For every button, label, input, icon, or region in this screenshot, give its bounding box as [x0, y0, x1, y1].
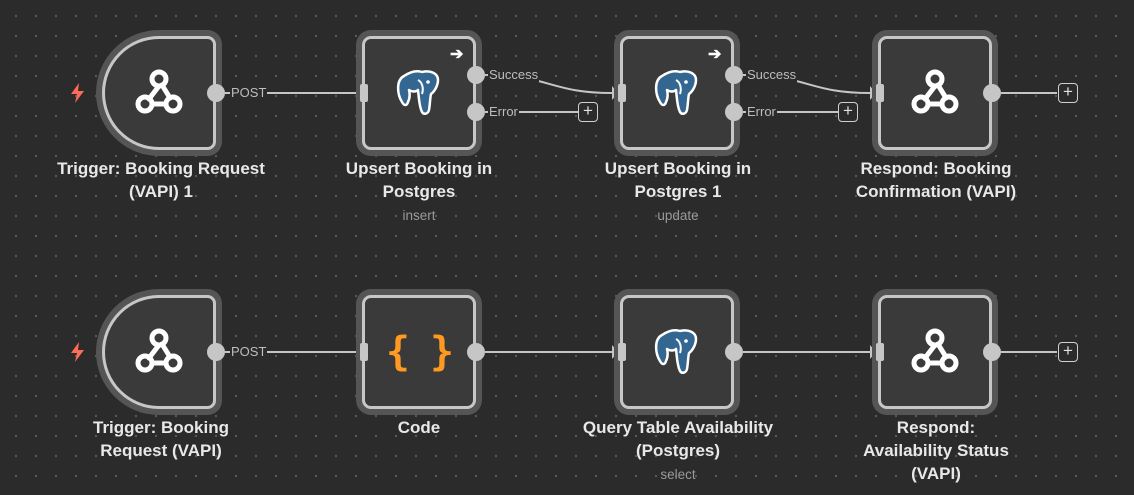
webhook-icon — [135, 328, 183, 373]
webhook-icon — [911, 69, 959, 114]
code-node[interactable]: { } — [362, 295, 476, 409]
respond-availability-status-node[interactable] — [878, 295, 992, 409]
arrowhead — [870, 86, 876, 100]
node-title: Respond: Booking Confirmation (VAPI) — [855, 159, 1017, 201]
node-title: Trigger: Booking Request (VAPI) — [93, 418, 229, 460]
add-node-button[interactable]: + — [838, 102, 858, 122]
arrow-right-icon: ➔ — [708, 46, 722, 63]
node-title: Query Table Availability (Postgres) — [582, 418, 774, 460]
node-subtitle: update — [657, 208, 699, 223]
code-output-port[interactable] — [467, 343, 485, 361]
trigger-booking-request-1-node[interactable] — [102, 36, 216, 150]
error-port-label: Error — [488, 104, 519, 119]
respond2-input-port[interactable] — [876, 343, 884, 361]
node-title: Trigger: Booking Request (VAPI) 1 — [57, 159, 265, 201]
query-input-port[interactable] — [618, 343, 626, 361]
node-title: Upsert Booking in Postgres 1 — [604, 159, 752, 201]
postgres-elephant-icon — [396, 69, 440, 115]
code-input-port[interactable] — [360, 343, 368, 361]
add-node-button[interactable]: + — [1058, 342, 1078, 362]
arrowhead — [612, 345, 618, 359]
arrowhead — [870, 345, 876, 359]
upsert-booking-node[interactable] — [362, 36, 476, 150]
node-title: Upsert Booking in Postgres — [345, 159, 493, 201]
add-node-button[interactable]: + — [1058, 83, 1078, 103]
error-port-label: Error — [746, 104, 777, 119]
code-braces-icon: { } — [385, 329, 454, 375]
query-output-port[interactable] — [725, 343, 743, 361]
arrow-right-icon: ➔ — [450, 46, 464, 63]
arrowhead — [612, 86, 618, 100]
webhook-icon — [911, 328, 959, 373]
node-subtitle: select — [660, 467, 696, 482]
post-port-label: POST — [230, 85, 268, 100]
upsert1-error-port[interactable] — [725, 103, 743, 121]
trigger-booking-request-node[interactable] — [102, 295, 216, 409]
postgres-elephant-icon — [654, 69, 698, 115]
upsert1-input-port[interactable] — [618, 84, 626, 102]
upsert-success-port[interactable] — [467, 66, 485, 84]
query-table-availability-node[interactable] — [620, 295, 734, 409]
postgres-elephant-icon — [654, 328, 698, 374]
respond-booking-confirmation-node[interactable] — [878, 36, 992, 150]
respond2-output-port[interactable] — [983, 343, 1001, 361]
post-port-label: POST — [230, 344, 268, 359]
upsert1-success-port[interactable] — [725, 66, 743, 84]
success-port-label: Success — [746, 67, 798, 82]
success-port-label: Success — [488, 67, 540, 82]
upsert-booking-1-node[interactable] — [620, 36, 734, 150]
lightning-bolt-icon — [71, 342, 84, 362]
respond1-input-port[interactable] — [876, 84, 884, 102]
webhook-icon — [135, 69, 183, 114]
arrowhead — [356, 345, 362, 359]
add-node-button[interactable]: + — [578, 102, 598, 122]
upsert-input-port[interactable] — [360, 84, 368, 102]
lightning-bolt-icon — [71, 83, 84, 103]
respond1-output-port[interactable] — [983, 84, 1001, 102]
upsert-error-port[interactable] — [467, 103, 485, 121]
trigger2-output-port[interactable] — [207, 343, 225, 361]
arrowhead — [356, 86, 362, 100]
node-title: Code — [397, 418, 441, 437]
trigger1-output-port[interactable] — [207, 84, 225, 102]
node-subtitle: insert — [402, 208, 436, 223]
node-title: Respond: Availability Status (VAPI) — [863, 418, 1009, 483]
